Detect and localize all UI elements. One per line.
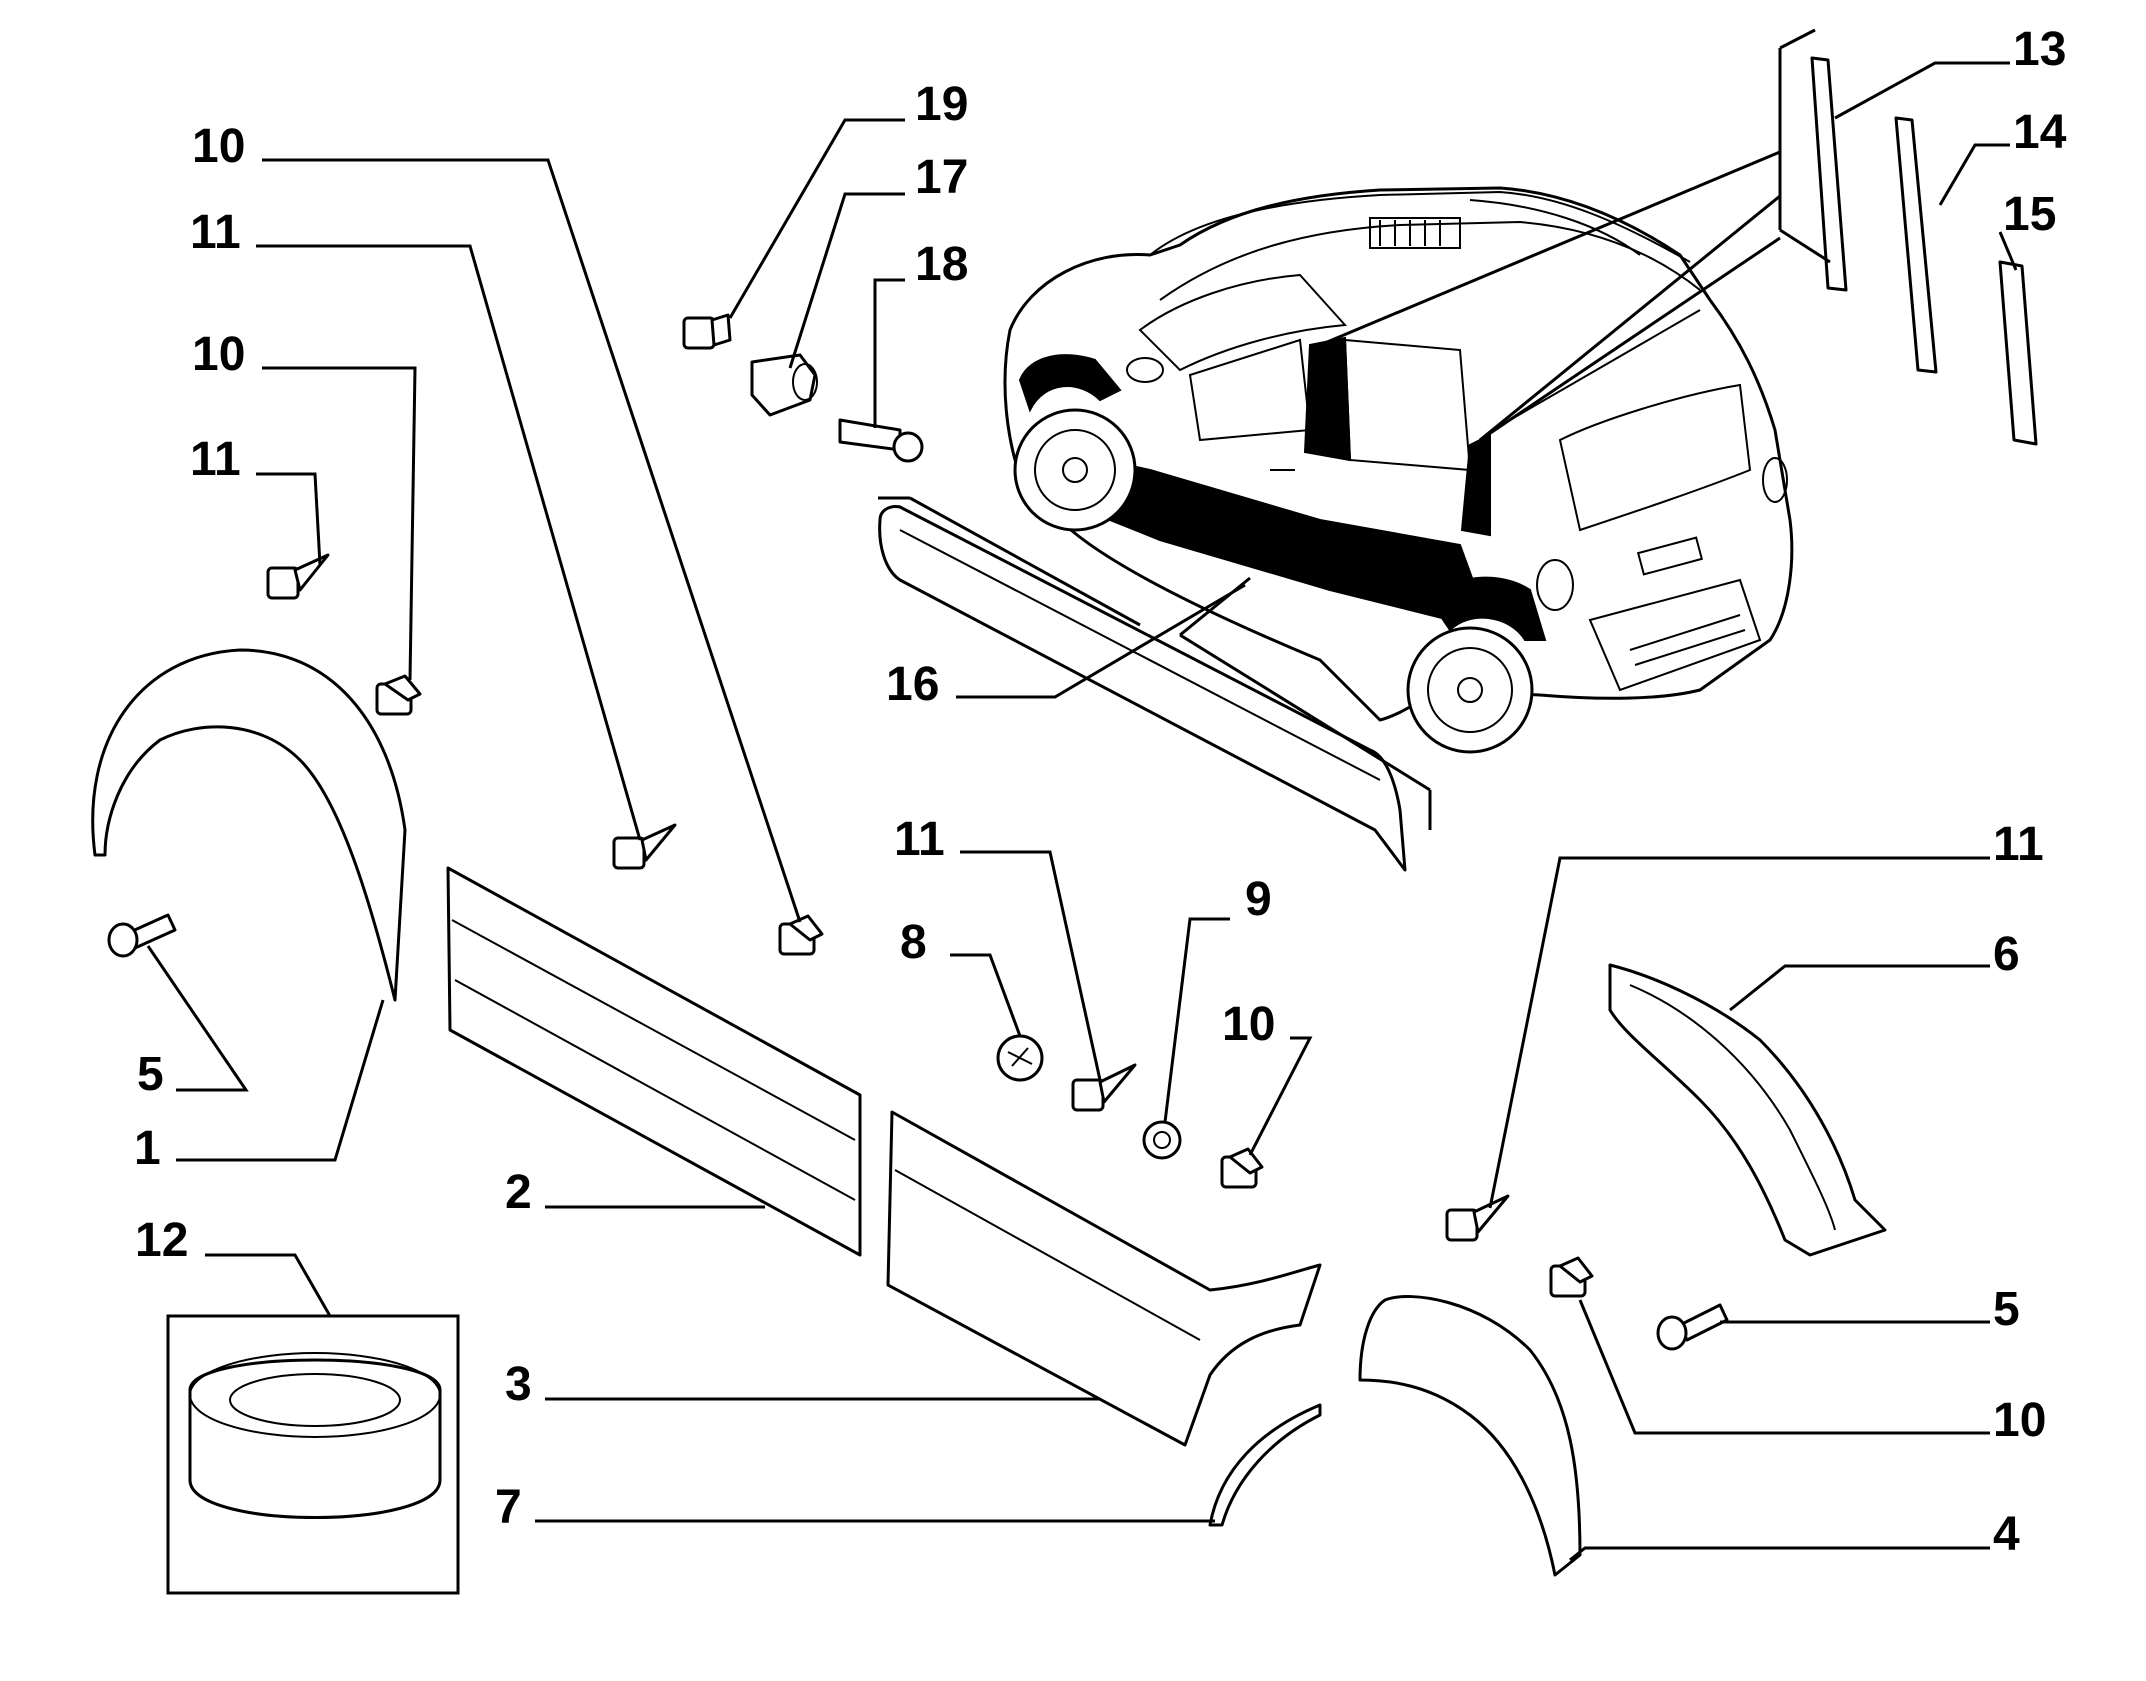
- callout-5-right: 5: [1993, 1283, 2020, 1336]
- clip-17: [750, 353, 818, 417]
- callout-18: 18: [915, 238, 968, 291]
- callout-14: 14: [2013, 106, 2067, 159]
- pillar-trim-13: [1810, 56, 1848, 292]
- callout-1: 1: [134, 1122, 161, 1175]
- clip-11-d: [1445, 1194, 1510, 1242]
- callout-10-second: 10: [192, 328, 245, 381]
- car-illustration: [1003, 186, 1794, 754]
- wheel-liner-6: [1608, 963, 1887, 1257]
- fender-flare-1: [91, 648, 407, 1002]
- callout-11-right: 11: [1993, 818, 2044, 871]
- clip-10-d: [1549, 1256, 1594, 1298]
- clip-11-b: [612, 823, 677, 870]
- clip-8: [996, 1034, 1044, 1082]
- trim-strip-7: [1208, 1403, 1322, 1527]
- door-molding-2: [446, 866, 862, 1257]
- clip-19: [682, 313, 732, 350]
- callout-12: 12: [135, 1214, 188, 1267]
- callout-6: 6: [1993, 928, 2020, 981]
- clip-10-a: [375, 674, 422, 716]
- door-molding-3: [886, 1110, 1322, 1447]
- clip-11-c: [1071, 1063, 1137, 1112]
- callout-10-top: 10: [192, 120, 245, 173]
- rear-fender-4: [1358, 1295, 1582, 1577]
- leader-lines: [146, 61, 2018, 1562]
- bolt-5-b: [1656, 1303, 1729, 1351]
- callout-labels: 13 14 15 19 10 17 11 18 10 11 16 11 9 8 …: [134, 23, 2067, 1561]
- callout-5-left: 5: [137, 1048, 164, 1101]
- callout-4: 4: [1993, 1508, 2020, 1561]
- callout-7: 7: [495, 1481, 522, 1534]
- callout-13: 13: [2013, 23, 2066, 76]
- bolt-18: [838, 418, 924, 463]
- bolt-5-a: [107, 913, 177, 958]
- callout-3: 3: [505, 1358, 532, 1411]
- callout-19: 19: [915, 78, 968, 131]
- callout-10-right: 10: [1993, 1394, 2046, 1447]
- callout-15: 15: [2003, 188, 2056, 241]
- adhesive-tape-12: [166, 1314, 460, 1595]
- callout-11-top: 11: [190, 206, 241, 259]
- callout-10-middle: 10: [1222, 998, 1275, 1051]
- pillar-trim-14: [1894, 116, 1938, 374]
- callout-9: 9: [1245, 873, 1272, 926]
- sill-molding-16: [878, 505, 1407, 872]
- callout-8: 8: [900, 916, 927, 969]
- clip-10-c: [1220, 1147, 1264, 1189]
- callout-11-middle: 11: [894, 813, 945, 866]
- callout-17: 17: [915, 151, 968, 204]
- clip-10-b: [778, 914, 824, 956]
- clip-9: [1142, 1120, 1182, 1160]
- pillar-trim-15: [1998, 260, 2038, 446]
- callout-11-second: 11: [190, 433, 241, 486]
- callout-2: 2: [505, 1166, 532, 1219]
- callout-16: 16: [886, 658, 939, 711]
